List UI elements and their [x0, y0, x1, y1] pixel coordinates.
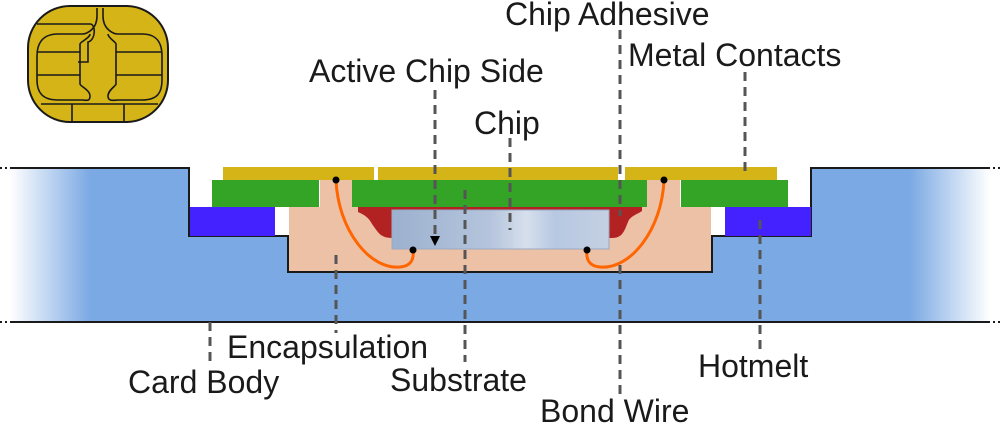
bond-wire — [332, 176, 668, 269]
chip-contact-icon — [27, 5, 169, 123]
label-card-body: Card Body — [128, 364, 279, 400]
chip — [391, 209, 610, 250]
hotmelt-left — [190, 207, 275, 236]
hotmelt-right — [725, 207, 811, 236]
card-body — [0, 167, 1000, 323]
substrate — [212, 180, 788, 207]
leader-lines — [208, 30, 762, 396]
metal-contacts — [223, 167, 777, 180]
arrow-head-icon — [430, 236, 440, 246]
label-substrate: Substrate — [390, 362, 527, 398]
label-chip: Chip — [474, 105, 540, 141]
label-encapsulation: Encapsulation — [227, 329, 428, 365]
label-chip-adhesive: Chip Adhesive — [505, 0, 710, 32]
label-hotmelt: Hotmelt — [698, 348, 808, 384]
label-metal-contacts: Metal Contacts — [628, 37, 841, 73]
label-active-chip-side: Active Chip Side — [309, 53, 544, 89]
label-bond-wire: Bond Wire — [540, 393, 689, 424]
